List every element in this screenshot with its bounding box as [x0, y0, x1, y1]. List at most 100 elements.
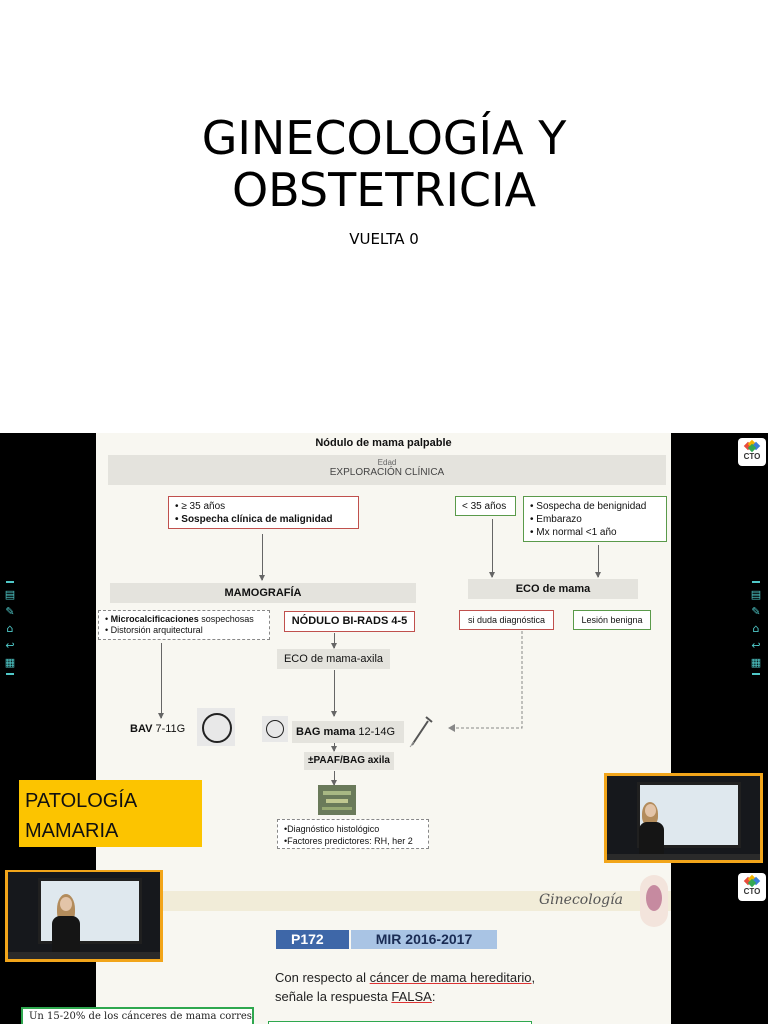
brand-script: Ginecología	[539, 892, 623, 908]
question-l2-post: :	[431, 989, 436, 1004]
bag-mama-band: BAG mama 12-14G	[292, 721, 404, 743]
histology-image	[318, 785, 356, 815]
micro-line2: • Distorsión arquitectural	[105, 625, 203, 635]
cto-logo: CTO	[738, 873, 766, 901]
eco-axila-band: ECO de mama-axila	[277, 649, 390, 669]
title-line-1: GINECOLOGÍA Y	[201, 111, 567, 165]
histology-stain	[326, 799, 348, 803]
toolbar-divider	[6, 673, 14, 675]
circle-icon	[202, 713, 232, 743]
logo-text: CTO	[743, 452, 761, 461]
bag-needle-image	[262, 716, 288, 742]
question-number: P172	[276, 930, 349, 949]
exploracion-band: Edad EXPLORACIÓN CLÍNICA	[108, 455, 666, 485]
arrow-down	[331, 633, 337, 649]
left-toolbar: ▤ ✎ ⌂ ↩ ▦	[3, 581, 17, 680]
histology-stain	[323, 791, 351, 795]
histology-stain	[322, 807, 352, 810]
pencil-icon[interactable]: ✎	[5, 605, 15, 618]
home-icon[interactable]: ⌂	[752, 622, 760, 635]
arrow-down	[331, 771, 337, 786]
video-frame-question: CTO Ginecología P172 MIR 2016-2017 Con r…	[0, 870, 768, 1024]
question-l1-post: ,	[531, 970, 536, 985]
video-frame-flowchart: ▤ ✎ ⌂ ↩ ▦ ▤ ✎ ⌂ ↩ ▦ CTO Nódulo de mama p…	[0, 433, 768, 870]
presenter-camera	[604, 773, 763, 863]
lesion-benigna-box: Lesión benigna	[573, 610, 651, 630]
bag-rest: 12-14G	[355, 726, 396, 738]
toolbar-divider	[6, 581, 14, 583]
presenter-camera	[5, 870, 163, 962]
question-l2-pre: señale la respuesta	[275, 989, 392, 1004]
exam-label: MIR 2016-2017	[351, 930, 497, 949]
dx-line2: •Factores predictores: RH, her 2	[284, 836, 413, 846]
paaf-band: ±PAAF/BAG axila	[304, 752, 394, 770]
nodulo-birads-box: NÓDULO BI-RADS 4-5	[284, 611, 415, 632]
bav-bold: BAV	[130, 723, 153, 735]
pencil-icon[interactable]: ✎	[751, 605, 761, 618]
presenter-head	[60, 897, 72, 911]
arrow-down	[489, 519, 495, 578]
back-icon[interactable]: ↩	[751, 639, 761, 652]
question-l1-pre: Con respecto al	[275, 970, 370, 985]
band-title: EXPLORACIÓN CLÍNICA	[329, 467, 445, 478]
topic-line-1: PATOLOGÍA	[25, 790, 138, 812]
bav-rest: 7-11G	[152, 723, 186, 735]
arrow-down	[331, 743, 337, 752]
fetus-shape	[646, 885, 662, 911]
dx-line1: •Diagnóstico histológico	[284, 824, 380, 834]
topic-line-2: MAMARIA	[25, 820, 119, 842]
eco-mama-band: ECO de mama	[468, 579, 638, 599]
grid-icon[interactable]: ▦	[750, 656, 762, 669]
title-line-2: OBSTETRICIA	[231, 163, 537, 217]
question-l1-link: cáncer de mama hereditario	[369, 970, 532, 985]
toolbar-divider	[752, 673, 760, 675]
toolbar-divider	[752, 581, 760, 583]
band-small-label: Edad	[377, 458, 397, 467]
home-icon[interactable]: ⌂	[6, 622, 14, 635]
calcification-box: • Microcalcificaciones sospechosas • Dis…	[98, 610, 270, 640]
right-toolbar: ▤ ✎ ⌂ ↩ ▦	[749, 581, 763, 680]
answer-snippet: Un 15-20% de los cánceres de mama corres…	[21, 1007, 254, 1024]
micro-rest: sospechosas	[198, 614, 254, 624]
flowchart-heading: Nódulo de mama palpable	[315, 437, 452, 449]
document-title: GINECOLOGÍA Y OBSTETRICIA	[0, 112, 768, 216]
clipboard-icon[interactable]: ▤	[4, 588, 16, 601]
question-slide: Ginecología P172 MIR 2016-2017 Con respe…	[96, 870, 671, 1024]
syringe-icon	[409, 716, 433, 748]
criteria-left-line1: • ≥ 35 años	[175, 501, 226, 512]
criteria-right-line2: • Embarazo	[530, 514, 582, 525]
uterus-illustration	[640, 875, 668, 927]
dashed-connector	[448, 631, 523, 732]
cto-logo: CTO	[738, 438, 766, 466]
diagnostico-box: •Diagnóstico histológico •Factores predi…	[277, 819, 429, 849]
age-under-box: < 35 años	[455, 496, 516, 516]
mamografia-band: MAMOGRAFÍA	[110, 583, 416, 603]
circle-icon	[266, 720, 284, 738]
criteria-right-line1: • Sospecha de benignidad	[530, 501, 647, 512]
arrow-down	[331, 670, 337, 717]
grid-icon[interactable]: ▦	[4, 656, 16, 669]
back-icon[interactable]: ↩	[5, 639, 15, 652]
question-l2-link: FALSA	[391, 989, 432, 1004]
arrow-down	[595, 545, 601, 578]
brand-stripe	[96, 891, 671, 911]
bag-bold: BAG mama	[296, 726, 356, 738]
bav-label: BAV 7-11G	[130, 723, 185, 735]
criteria-left-line2: • Sospecha clínica de malignidad	[175, 514, 333, 525]
arrow-down	[158, 643, 164, 719]
document-subtitle: VUELTA 0	[349, 230, 419, 248]
clipboard-icon[interactable]: ▤	[750, 588, 762, 601]
arrow-down	[259, 534, 265, 581]
presenter-body	[639, 822, 664, 856]
criteria-left-box: • ≥ 35 años • Sospecha clínica de malign…	[168, 496, 359, 529]
criteria-right-line3: • Mx normal <1 año	[530, 527, 617, 538]
answer-option-box[interactable]	[268, 1021, 532, 1024]
duda-diagnostica-box: si duda diagnóstica	[459, 610, 554, 630]
presenter-body	[52, 916, 80, 956]
stage-floor	[607, 854, 760, 860]
question-text: Con respecto al cáncer de mama hereditar…	[275, 968, 535, 1006]
bav-needle-image	[197, 708, 235, 746]
topic-label: PATOLOGÍA MAMARIA	[19, 780, 202, 847]
logo-text: CTO	[743, 887, 761, 896]
stage-floor	[8, 952, 160, 959]
